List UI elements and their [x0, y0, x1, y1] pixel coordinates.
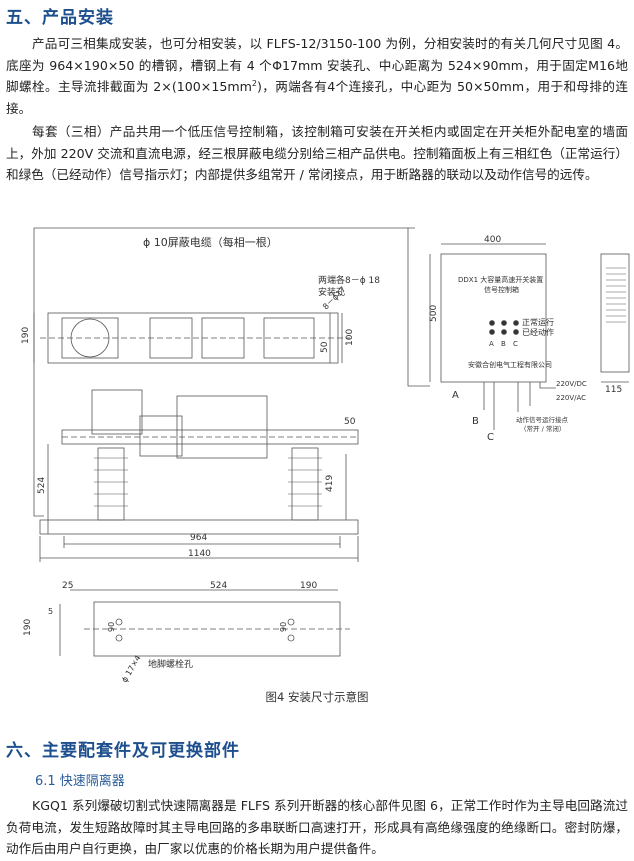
foot-bolt-label: 地脚螺栓孔: [148, 658, 193, 670]
holes-label: 安装孔: [318, 286, 345, 298]
dim-label: 524: [37, 477, 47, 494]
dim-label: 25: [62, 581, 73, 591]
dim-label: ϕ 17×4: [120, 654, 143, 684]
cable-c-label: C: [487, 432, 494, 443]
dim-label: 500: [429, 305, 439, 322]
normal-run-label: 正常运行: [522, 317, 554, 327]
dc-label: 220V/DC: [556, 380, 587, 388]
figure-caption: 图4 安装尺寸示意图: [265, 690, 369, 704]
paragraph: 每套（三相）产品共用一个低压信号控制箱，该控制箱可安装在开关柜内或固定在开关柜外…: [6, 124, 628, 182]
cable-a-label: A: [452, 390, 459, 401]
paragraph: KGQ1 系列爆破切割式快速隔离器是 FLFS 系列开断器的核心部件见图 6，正…: [6, 798, 628, 856]
already-act-label: 已经动作: [522, 327, 554, 337]
contact-label: （常开 / 常闭）: [520, 424, 565, 433]
dim-label: 190: [300, 581, 317, 591]
dim-label: 964: [190, 533, 207, 543]
subsection-title: 6.1 快速隔离器: [35, 774, 125, 789]
installation-diagram: ϕ 10屏蔽电缆（每相一根） 两端各8－ϕ 18 安装孔 8－ϕ17 190 5…: [21, 227, 630, 684]
dim-label: 100: [345, 329, 355, 346]
dim-label: 524: [210, 581, 227, 591]
box-title: 信号控制箱: [484, 285, 519, 294]
dim-label: 190: [21, 327, 31, 344]
cable-b-label: B: [472, 416, 479, 427]
dim-label: 1140: [188, 549, 211, 559]
phase-label: A: [489, 340, 494, 348]
holes-label: 两端各8－ϕ 18: [318, 274, 380, 286]
phase-label: B: [501, 340, 506, 348]
dim-label: 419: [325, 475, 335, 492]
section-title: 六、主要配套件及可更换部件: [6, 741, 240, 761]
section-title: 五、产品安装: [6, 8, 114, 28]
dim-label: 5: [48, 607, 53, 616]
dim-label: 115: [605, 385, 622, 395]
dim-label: 90: [107, 622, 116, 632]
contact-label: 动作信号运行接点: [516, 415, 569, 424]
dim-label: 90: [279, 622, 288, 632]
box-title: DDX1 大容量高速开关装置: [458, 275, 543, 284]
phase-label: C: [513, 340, 518, 348]
dim-label: 50: [344, 417, 356, 427]
ac-label: 220V/AC: [556, 394, 586, 402]
dim-label: 50: [320, 341, 330, 353]
cable-label: ϕ 10屏蔽电缆（每相一根）: [143, 235, 278, 249]
dim-label: 190: [23, 619, 33, 636]
dim-label: 400: [484, 235, 501, 245]
paragraph: 产品可三相集成安装，也可分相安装，以 FLFS-12/3150-100 为例，分…: [6, 36, 628, 116]
company-label: 安徽合创电气工程有限公司: [468, 360, 552, 369]
